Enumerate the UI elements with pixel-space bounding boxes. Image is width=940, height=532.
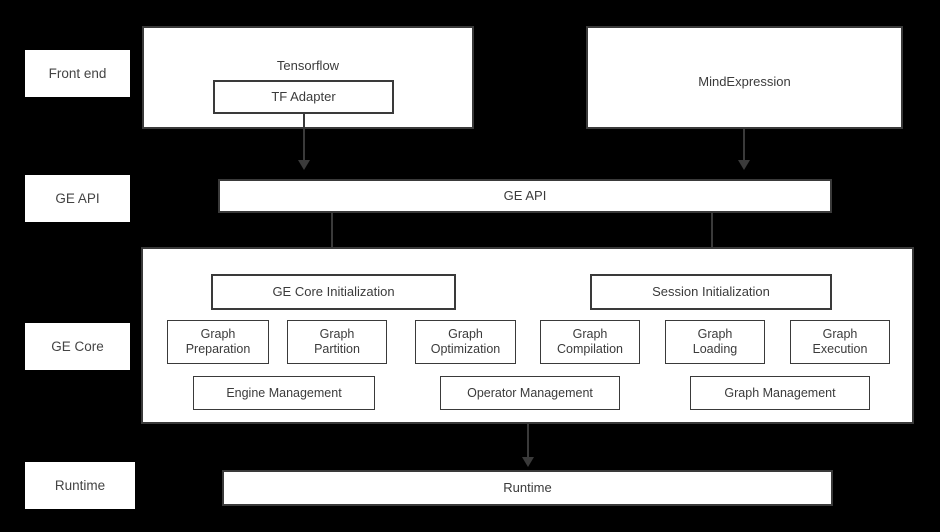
arrowhead-mindexpression-to-ge-api — [738, 160, 750, 170]
tf-adapter-box[interactable]: TF Adapter — [213, 80, 394, 114]
graph-execution-box[interactable]: Graph Execution — [790, 320, 890, 364]
mindexpression-panel[interactable]: MindExpression — [586, 26, 903, 129]
tensorflow-label: Tensorflow — [276, 58, 340, 73]
session-initialization-box[interactable]: Session Initialization — [590, 274, 832, 310]
ge-api-bar[interactable]: GE API — [218, 179, 832, 213]
arrowhead-ge-core-to-runtime — [522, 457, 534, 467]
arrowhead-tf-adapter-to-ge-api — [298, 160, 310, 170]
graph-compilation-box[interactable]: Graph Compilation — [540, 320, 640, 364]
graph-preparation-box[interactable]: Graph Preparation — [167, 320, 269, 364]
connector-ge-core-to-runtime — [527, 424, 529, 460]
stage-label-runtime: Runtime — [25, 462, 135, 509]
graph-partition-box[interactable]: Graph Partition — [287, 320, 387, 364]
stage-label-ge-core: GE Core — [25, 323, 130, 370]
mindexpression-label: MindExpression — [698, 74, 791, 89]
runtime-bar[interactable]: Runtime — [222, 470, 833, 506]
ge-core-initialization-box[interactable]: GE Core Initialization — [211, 274, 456, 310]
engine-management-box[interactable]: Engine Management — [193, 376, 375, 410]
connector-mindexpression-to-ge-api — [743, 129, 745, 163]
connector-ge-api-to-ge-core-init — [331, 213, 333, 268]
operator-management-box[interactable]: Operator Management — [440, 376, 620, 410]
connector-tf-adapter-to-ge-api — [303, 113, 305, 163]
stage-label-ge-api: GE API — [25, 175, 130, 222]
stage-label-front-end: Front end — [25, 50, 130, 97]
connector-ge-api-to-session-init — [711, 213, 713, 268]
graph-optimization-box[interactable]: Graph Optimization — [415, 320, 516, 364]
graph-loading-box[interactable]: Graph Loading — [665, 320, 765, 364]
graph-management-box[interactable]: Graph Management — [690, 376, 870, 410]
